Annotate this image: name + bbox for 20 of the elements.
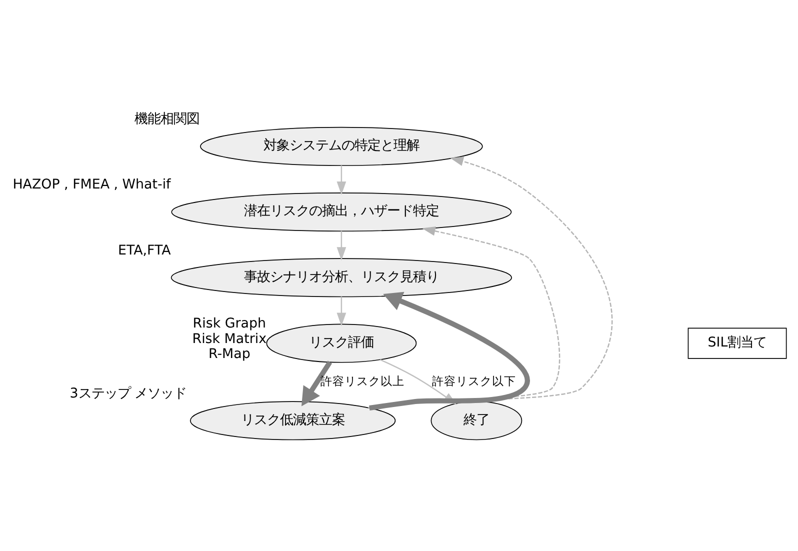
node-label: 3ステップ メソッド xyxy=(70,386,187,401)
arrow xyxy=(336,296,346,326)
node-label: HAZOP , FMEA , What-if xyxy=(12,177,171,192)
node-ellipse: リスク低減策立案 xyxy=(190,400,396,440)
arrow xyxy=(369,291,530,410)
arrow xyxy=(301,360,332,406)
node-label: Risk Matrix xyxy=(192,331,267,346)
node-ellipse: リスク評価 xyxy=(266,323,417,362)
node-box: SIL割当て xyxy=(688,327,787,358)
edge-label: 許容リスク以上 xyxy=(320,374,404,388)
node-label: R-Map xyxy=(208,346,250,362)
node-ellipse: 潜在リスクの摘出，ハザード特定 xyxy=(171,192,512,232)
node-ellipse: 終了 xyxy=(430,400,522,440)
node-label: ETA,FTA xyxy=(118,242,171,258)
arrow xyxy=(336,164,346,194)
arrow xyxy=(336,230,346,260)
node-ellipse: 事故シナリオ分析、リスク見積り xyxy=(170,258,512,297)
node-label: Risk Graph xyxy=(192,316,266,332)
edge-label: 許容リスク以下 xyxy=(432,374,516,388)
node-label: 機能相関図 xyxy=(134,112,200,127)
